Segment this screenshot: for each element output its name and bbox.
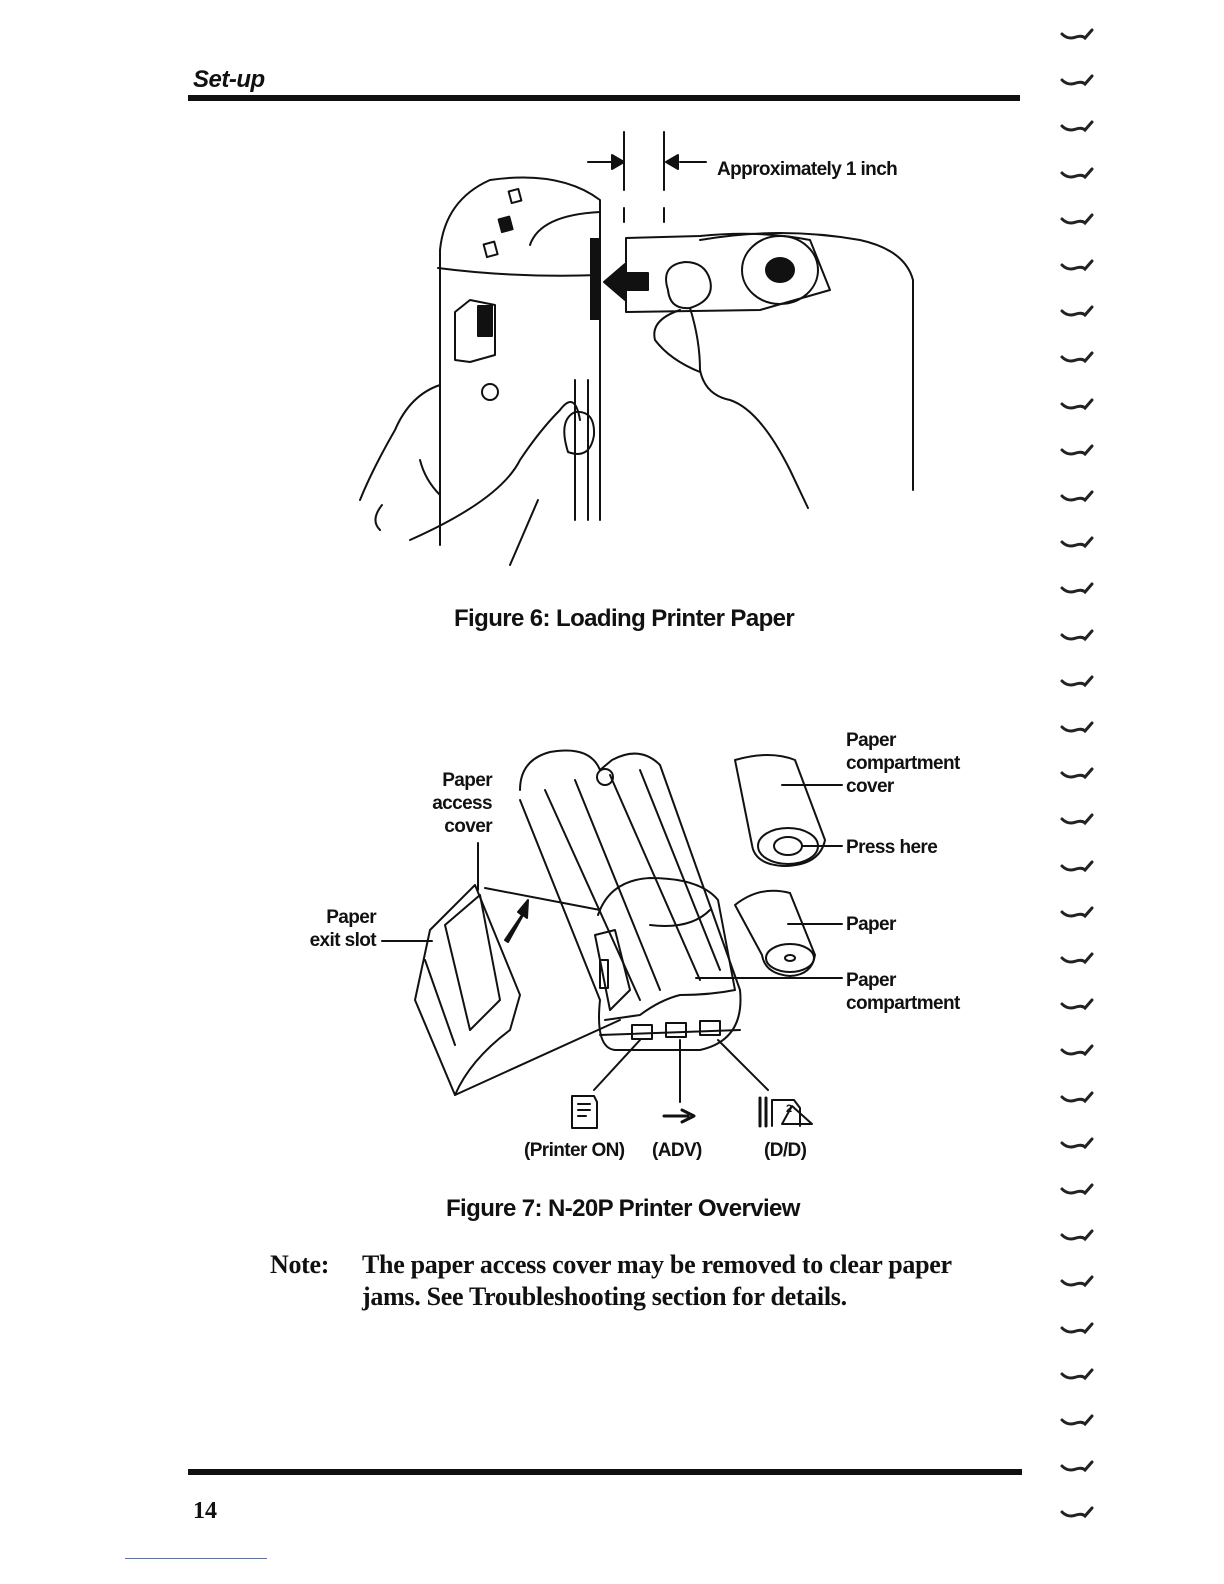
binding-ring bbox=[1060, 259, 1094, 272]
binding-ring bbox=[1060, 1460, 1094, 1473]
figure-6-drawing bbox=[359, 131, 914, 566]
label-printer-on: (Printer ON) bbox=[524, 1140, 625, 1161]
binding-ring bbox=[1060, 490, 1094, 503]
binding-ring bbox=[1060, 582, 1094, 595]
binding-ring bbox=[1060, 1275, 1094, 1288]
binding-ring bbox=[1060, 1414, 1094, 1427]
binding-ring bbox=[1060, 213, 1094, 225]
binding-ring bbox=[1060, 1183, 1094, 1196]
dd-icon-digit: 2 bbox=[786, 1103, 792, 1115]
note-label: Note: bbox=[270, 1250, 330, 1279]
binding-ring bbox=[1060, 1506, 1094, 1519]
binding-ring bbox=[1060, 74, 1094, 87]
binding-ring bbox=[1060, 1322, 1094, 1334]
binding-ring bbox=[1060, 444, 1094, 456]
label-paper-exit-slot: Paper exit slot bbox=[309, 907, 377, 951]
note-body: The paper access cover may be removed to… bbox=[362, 1249, 1012, 1313]
label-paper-compartment-cover: Paper compartment cover bbox=[846, 730, 960, 797]
dimension-label: Approximately 1 inch bbox=[717, 159, 898, 180]
label-paper-compartment: Paper compartment bbox=[846, 970, 960, 1014]
binding-ring bbox=[1060, 721, 1094, 734]
binding-ring bbox=[1060, 675, 1094, 687]
binding-ring bbox=[1060, 536, 1094, 549]
binding-ring bbox=[1060, 305, 1094, 318]
binding-ring bbox=[1060, 28, 1094, 41]
label-paper-access-cover: Paper access cover bbox=[432, 770, 492, 837]
note-line-2: jams. See Troubleshooting section for de… bbox=[362, 1282, 847, 1311]
binding-ring bbox=[1060, 351, 1094, 364]
note-line-1: The paper access cover may be removed to… bbox=[362, 1250, 952, 1279]
binding-ring bbox=[1060, 1044, 1094, 1057]
underline-mark bbox=[125, 1558, 267, 1559]
binding-ring bbox=[1060, 1229, 1094, 1242]
figure-7-caption: Figure 7: N-20P Printer Overview bbox=[446, 1195, 800, 1222]
binding-ring bbox=[1060, 1137, 1094, 1149]
binding-ring bbox=[1060, 398, 1094, 410]
binding-ring bbox=[1060, 813, 1094, 826]
binding-ring bbox=[1060, 1091, 1094, 1103]
label-press-here: Press here bbox=[846, 837, 938, 858]
binding-ring bbox=[1060, 952, 1094, 965]
header-rule bbox=[188, 95, 1020, 101]
label-paper: Paper bbox=[846, 914, 896, 935]
binding-ring bbox=[1060, 906, 1094, 918]
binding-ring bbox=[1060, 860, 1094, 872]
label-dd: (D/D) bbox=[764, 1140, 807, 1161]
figure-7-drawing bbox=[381, 749, 843, 1129]
binding-ring bbox=[1060, 167, 1094, 179]
binding-ring bbox=[1060, 120, 1094, 133]
binding-ring bbox=[1060, 629, 1094, 641]
figure-6-caption: Figure 6: Loading Printer Paper bbox=[454, 605, 795, 632]
binding-ring bbox=[1060, 998, 1094, 1011]
section-title: Set-up bbox=[193, 66, 265, 93]
page-number: 14 bbox=[193, 1498, 217, 1524]
footer-rule bbox=[188, 1469, 1022, 1475]
binding-ring bbox=[1060, 767, 1094, 780]
binding-ring bbox=[1060, 1368, 1094, 1380]
label-adv: (ADV) bbox=[652, 1140, 702, 1161]
